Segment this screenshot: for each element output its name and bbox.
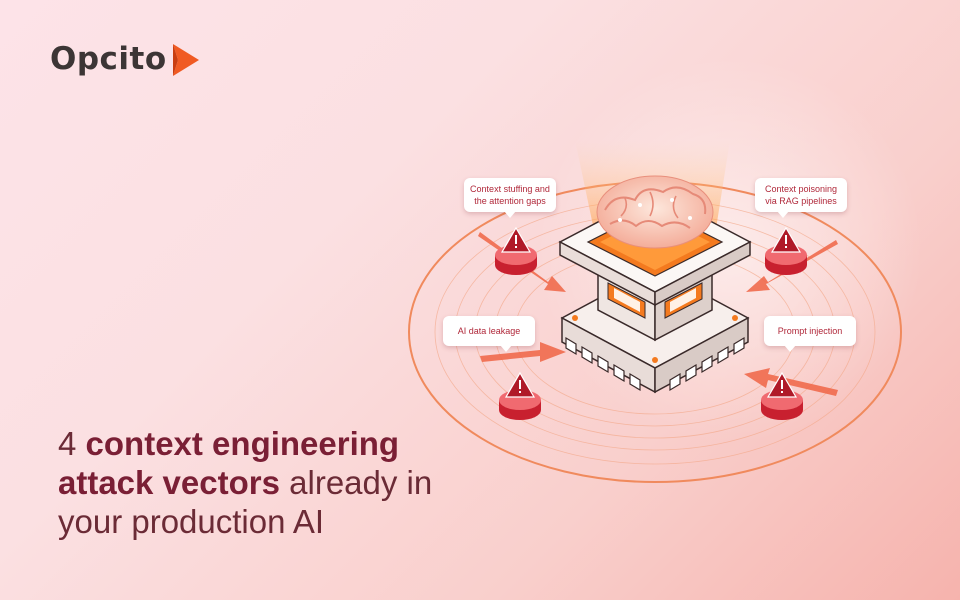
headline-rest-2: your production AI [58, 503, 324, 540]
callout-label: AI data leakage [457, 326, 521, 336]
callout-ai-data-leakage: AI data leakage [443, 316, 535, 352]
callout-label: Context stuffing and the attention gaps [470, 184, 550, 206]
headline-bold-1: context engineering [85, 425, 400, 462]
callout-label: Context poisoning via RAG pipelines [764, 184, 838, 206]
warning-icon [761, 371, 803, 420]
headline: 4 context engineering attack vectors alr… [58, 424, 478, 541]
callout-prompt-injection: Prompt injection [764, 316, 856, 352]
warning-icon [495, 226, 537, 275]
brain-icon [596, 175, 714, 249]
headline-count: 4 [58, 425, 77, 462]
opcito-logo[interactable]: Opcito [50, 40, 201, 78]
callout-context-stuffing: Context stuffing and the attention gaps [464, 178, 556, 218]
callout-label: Prompt injection [777, 326, 843, 336]
callout-context-poisoning: Context poisoning via RAG pipelines [755, 178, 847, 218]
warning-icon [499, 371, 541, 420]
logo-play-icon [172, 44, 199, 76]
arrow-icon [478, 232, 838, 396]
headline-bold-2: attack vectors [58, 464, 280, 501]
headline-rest-1: already in [289, 464, 433, 501]
warning-icon [765, 226, 807, 275]
logo-text: Opcito [50, 41, 167, 77]
